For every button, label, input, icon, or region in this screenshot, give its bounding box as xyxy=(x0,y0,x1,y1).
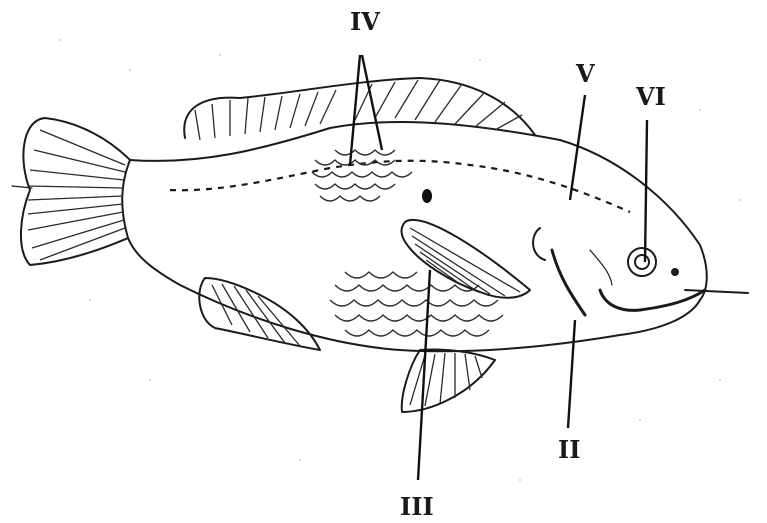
label-VI: VI xyxy=(635,82,666,111)
anal-fin xyxy=(199,278,320,350)
leader-VI xyxy=(645,120,647,262)
leader-lines xyxy=(350,55,647,480)
scale-patch-upper xyxy=(312,150,412,201)
part-labels: IV V VI II III xyxy=(350,7,666,521)
pelvic-fin xyxy=(402,349,495,412)
fish-head xyxy=(533,228,748,315)
pectoral-fin xyxy=(402,220,530,298)
fish-body xyxy=(128,122,707,351)
caudal-fin xyxy=(12,118,130,265)
leader-IV-right xyxy=(362,55,382,150)
leader-II xyxy=(568,320,575,428)
label-II: II xyxy=(558,435,580,464)
label-III: III xyxy=(400,492,434,521)
scale-patch-lower xyxy=(330,272,503,336)
label-V: V xyxy=(575,59,595,88)
dorsal-fin xyxy=(184,78,535,140)
label-IV: IV xyxy=(350,7,380,36)
leader-IV-left xyxy=(350,55,360,165)
